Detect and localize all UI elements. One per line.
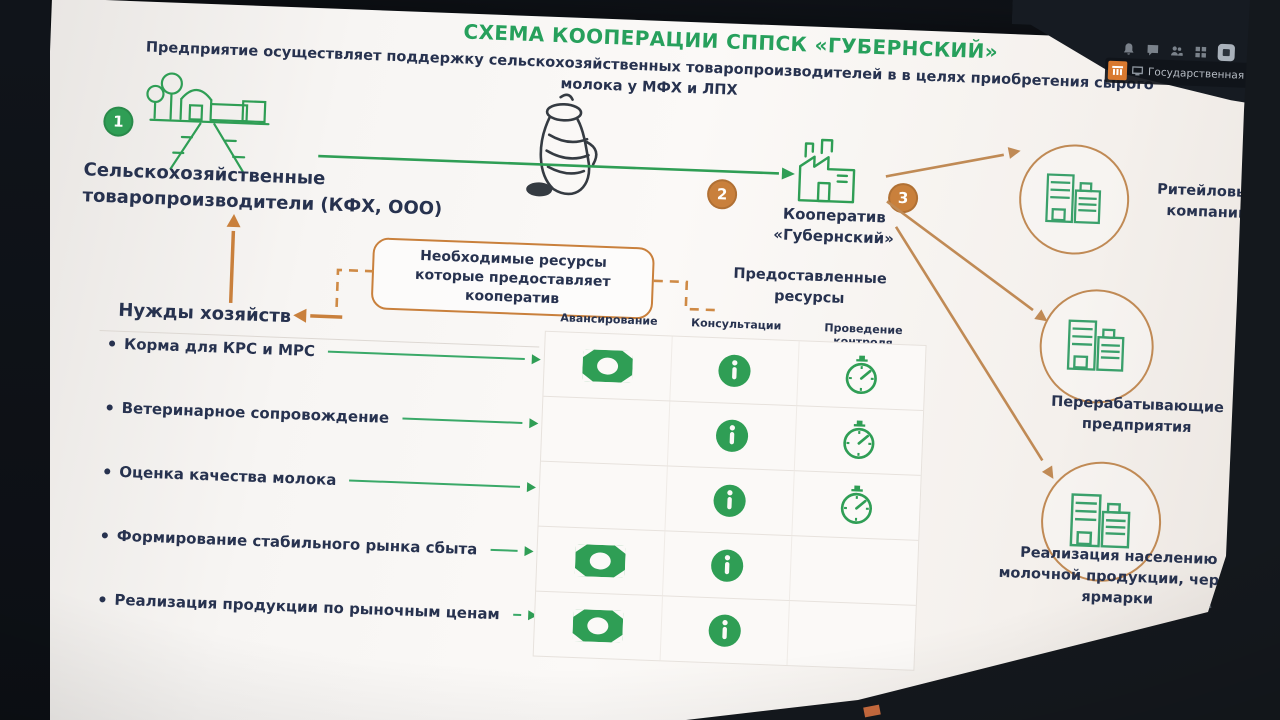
banknote-icon bbox=[572, 608, 624, 643]
banknote-icon bbox=[574, 544, 626, 578]
bell-icon[interactable] bbox=[1122, 42, 1137, 57]
cell-control bbox=[792, 471, 920, 540]
bullet-dot bbox=[108, 340, 116, 347]
green-arrow-line bbox=[402, 417, 523, 424]
resource-row-1 bbox=[543, 331, 926, 411]
bezel-accent-mark bbox=[863, 704, 881, 718]
bullet-dot bbox=[101, 532, 108, 539]
need-item-4: Формирование стабильного рынка сбыта bbox=[101, 526, 534, 560]
green-arrowhead-icon bbox=[526, 482, 537, 493]
participants-icon[interactable] bbox=[1170, 43, 1185, 58]
cell-consult bbox=[665, 466, 795, 536]
green-arrowhead-icon bbox=[529, 418, 539, 429]
step3-number: 3 bbox=[897, 188, 909, 208]
screenshare-icon bbox=[1131, 66, 1144, 76]
resource-row-4 bbox=[536, 526, 919, 606]
dashed-connector-left bbox=[335, 268, 375, 309]
cell-advance bbox=[533, 591, 663, 661]
conference-panel bbox=[1008, 0, 1280, 136]
cell-consult bbox=[670, 336, 800, 406]
info-icon bbox=[708, 614, 741, 647]
dashed-connector-right bbox=[653, 279, 719, 312]
processing-circle bbox=[1037, 287, 1156, 406]
chat-icon[interactable] bbox=[1146, 43, 1161, 58]
need-text: Корма для КРС и МРС bbox=[123, 334, 316, 361]
needs-heading: Нужды хозяйств bbox=[117, 299, 292, 328]
cell-consult bbox=[667, 401, 798, 471]
resource-row-2 bbox=[540, 396, 924, 476]
resource-row-5 bbox=[533, 591, 916, 670]
info-icon bbox=[718, 354, 751, 387]
green-arrowhead-icon bbox=[524, 546, 534, 557]
cell-consult bbox=[660, 596, 790, 666]
cell-control bbox=[797, 341, 925, 410]
orange-left-arrowhead-icon bbox=[293, 308, 307, 323]
cell-consult bbox=[663, 531, 793, 601]
need-text: Реализация продукции по рыночным ценам bbox=[114, 590, 501, 624]
provided-resources-label: Предоставленные ресурсы bbox=[733, 265, 888, 307]
green-arrow-line bbox=[512, 613, 521, 617]
info-icon bbox=[711, 549, 744, 582]
bullet-dot bbox=[99, 596, 106, 603]
retail-circle bbox=[1017, 142, 1132, 257]
need-text: Формирование стабильного рынка сбыта bbox=[116, 526, 478, 559]
stopwatch-icon bbox=[843, 420, 875, 460]
need-text: Ветеринарное сопровождение bbox=[121, 398, 390, 427]
stopwatch-icon bbox=[845, 355, 877, 395]
outlet-label-market: Реализация населению молочной продукции,… bbox=[998, 544, 1238, 608]
orange-arrow-retail bbox=[885, 153, 1005, 178]
step1-badge: 1 bbox=[102, 106, 134, 138]
need-text: Оценка качества молока bbox=[118, 462, 337, 490]
active-share-tile[interactable] bbox=[1217, 44, 1235, 62]
milk-can-doodle-icon bbox=[504, 87, 617, 217]
step1-label: Сельскохозяйственные товаропроизводители… bbox=[82, 157, 444, 222]
bullet-dot bbox=[106, 404, 113, 411]
apps-grid-icon[interactable] bbox=[1194, 44, 1209, 59]
market-circle bbox=[1038, 459, 1164, 584]
orange-up-arrow bbox=[228, 230, 236, 303]
step1-number: 1 bbox=[112, 112, 124, 131]
resource-table bbox=[532, 330, 927, 671]
cell-control bbox=[787, 601, 915, 670]
orange-arrowhead-icon bbox=[1041, 465, 1054, 479]
cell-control bbox=[795, 406, 923, 475]
green-arrowhead-icon bbox=[531, 354, 541, 365]
need-item-2: Ветеринарное сопровождение bbox=[106, 398, 539, 432]
green-arrow-line bbox=[327, 350, 525, 360]
farm-icon bbox=[140, 64, 314, 184]
resource-box: Необходимые ресурсы которые предоставляе… bbox=[370, 237, 656, 320]
banknote-icon bbox=[581, 349, 634, 384]
orange-up-arrowhead-icon bbox=[226, 213, 241, 228]
screen: СХЕМА КООПЕРАЦИИ СППСК «ГУБЕРНСКИЙ» Пред… bbox=[21, 0, 1280, 720]
conference-toolbar bbox=[1122, 40, 1236, 61]
cell-advance bbox=[536, 526, 666, 596]
slide-canvas: СХЕМА КООПЕРАЦИИ СППСК «ГУБЕРНСКИЙ» Пред… bbox=[21, 0, 1280, 720]
green-arrow-line bbox=[349, 479, 521, 488]
factory-icon bbox=[791, 136, 864, 211]
cell-advance bbox=[543, 331, 673, 401]
stopwatch-icon bbox=[840, 485, 872, 524]
bullet-dot bbox=[104, 468, 111, 475]
info-icon bbox=[715, 419, 749, 452]
step2-badge: 2 bbox=[706, 178, 738, 210]
cell-advance bbox=[540, 396, 671, 466]
need-item-3: Оценка качества молока bbox=[104, 462, 537, 496]
info-icon bbox=[713, 484, 746, 517]
monitor-bezel-left bbox=[0, 0, 50, 720]
need-item-5: Реализация продукции по рыночным ценам bbox=[99, 590, 537, 624]
cell-advance bbox=[538, 461, 668, 531]
cell-control bbox=[790, 536, 918, 605]
orange-arrowhead-icon bbox=[1007, 147, 1021, 159]
participant-chip: Государственная Дума bbox=[1104, 57, 1280, 90]
tile-glyph bbox=[1223, 49, 1230, 56]
resource-row-3 bbox=[538, 461, 921, 541]
duma-logo-icon bbox=[1107, 60, 1128, 81]
step2-number: 2 bbox=[716, 185, 728, 204]
outlet-label-processing: Перерабатывающие предприятия bbox=[1050, 393, 1225, 437]
green-arrow-line bbox=[490, 548, 518, 552]
orange-left-arrow bbox=[310, 314, 343, 319]
